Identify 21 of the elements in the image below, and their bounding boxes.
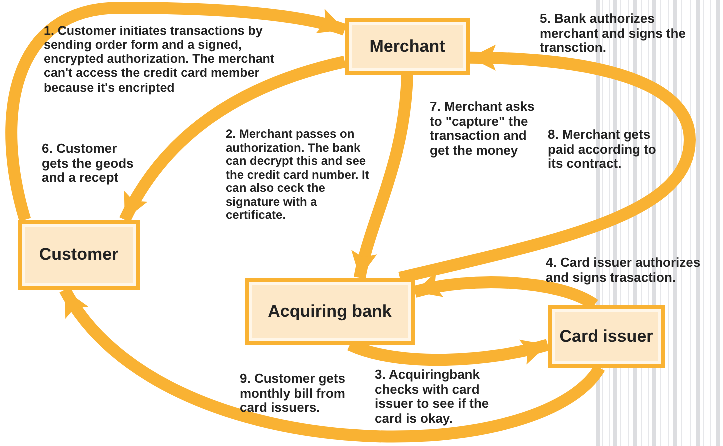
arrow [6,2,347,222]
step-note: 9. Customer gets monthly bill from card issuers. [240,372,346,416]
node-label: Merchant [370,36,446,56]
process-box [345,18,470,75]
step-note: 2. Merchant passes on authorization. The bank can decrypt this and see the credit card number. It can also ceck the signature with a certificate. [226,128,370,223]
process-box [18,220,140,290]
process-box [245,278,415,345]
node-label: Customer [39,245,119,265]
node-label: Card issuer [560,326,654,346]
step-note: 8. Merchant gets paid according to its contract. [548,128,658,172]
step-note: 1. Customer initiates transactions by sending order form and a signed, encrypted authorization. The merchant can't access the credit card member because it's encripted [44,24,276,95]
process-box [548,305,665,368]
step-note: 6. Customer gets the geods and a recept [42,142,135,186]
arrow [352,74,414,280]
step-note: 5. Bank authorizes merchant and signs the transction. [540,12,687,56]
node-label: Acquiring bank [268,302,392,322]
step-note: 3. Acquiringbank checks with card issuer to see if the card is okay. [375,368,490,427]
arrow [348,339,550,366]
step-note: 7. Merchant asks to "capture" the transaction and get the money [430,100,536,159]
arrow [120,56,346,223]
step-note: 4. Card issuer authorizes and signs trasaction. [546,256,702,286]
